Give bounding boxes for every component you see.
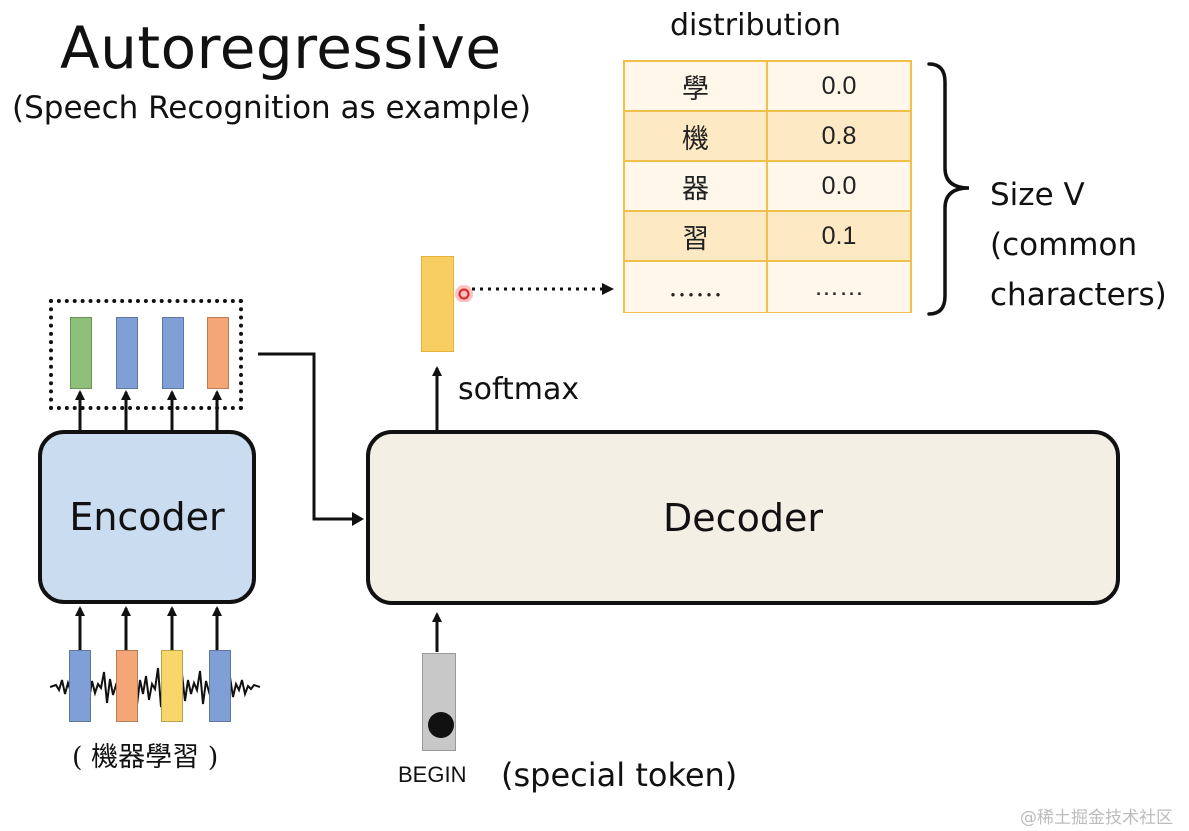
token-cell: 學 [625,62,768,110]
audio-input-vector [209,650,231,722]
token-cell: …… [625,262,768,312]
prob-cell: 0.0 [821,171,857,200]
main-title: Autoregressive [60,14,502,82]
encoder-output-vector [70,317,92,389]
begin-label: BEGIN [398,762,467,787]
prob-cell: 0.1 [821,221,857,250]
size-v-line-3: characters) [990,277,1167,313]
prob-cell: 0.8 [821,121,857,150]
size-v-line-2: (common [990,227,1138,263]
encoder-output-vector [162,317,184,389]
token-cell: 習 [625,212,768,260]
distribution-row: 器 0.0 [625,162,910,212]
curly-brace [927,62,970,316]
distribution-row: 機 0.8 [625,112,910,162]
audio-input-vector [161,650,183,722]
token-cell: 器 [625,162,768,210]
decoder-block: Decoder [366,430,1120,605]
size-v-line-1: Size V [990,177,1085,213]
encoder-output-vector [207,317,229,389]
distribution-row: 習 0.1 [625,212,910,262]
prob-cell: …… [814,272,864,301]
distribution-title: distribution [670,8,841,43]
watermark: @稀土掘金技术社区 [1020,808,1173,828]
softmax-output-vector [421,256,454,352]
begin-token-dot [428,712,454,738]
encoder-block: Encoder [38,430,256,604]
distribution-table: 學 0.0 機 0.8 器 0.0 習 0.1 …… …… [623,60,912,313]
encoder-label: Encoder [69,495,225,539]
encoder-output-group [49,299,243,410]
dotted-arrow [455,283,614,302]
prob-cell: 0.0 [821,71,857,100]
size-v-label: Size V (common characters) [990,170,1167,320]
subtitle: (Speech Recognition as example) [12,90,532,126]
distribution-row: …… …… [625,262,910,312]
audio-label: ( 機器學習 ) [72,742,219,773]
decoder-label: Decoder [663,495,823,540]
encoder-output-vector [116,317,138,389]
audio-input-vector [116,650,138,722]
softmax-label: softmax [458,372,580,407]
token-cell: 機 [625,112,768,160]
special-token-label: (special token) [501,756,738,794]
audio-input-vector [69,650,91,722]
distribution-row: 學 0.0 [625,62,910,112]
